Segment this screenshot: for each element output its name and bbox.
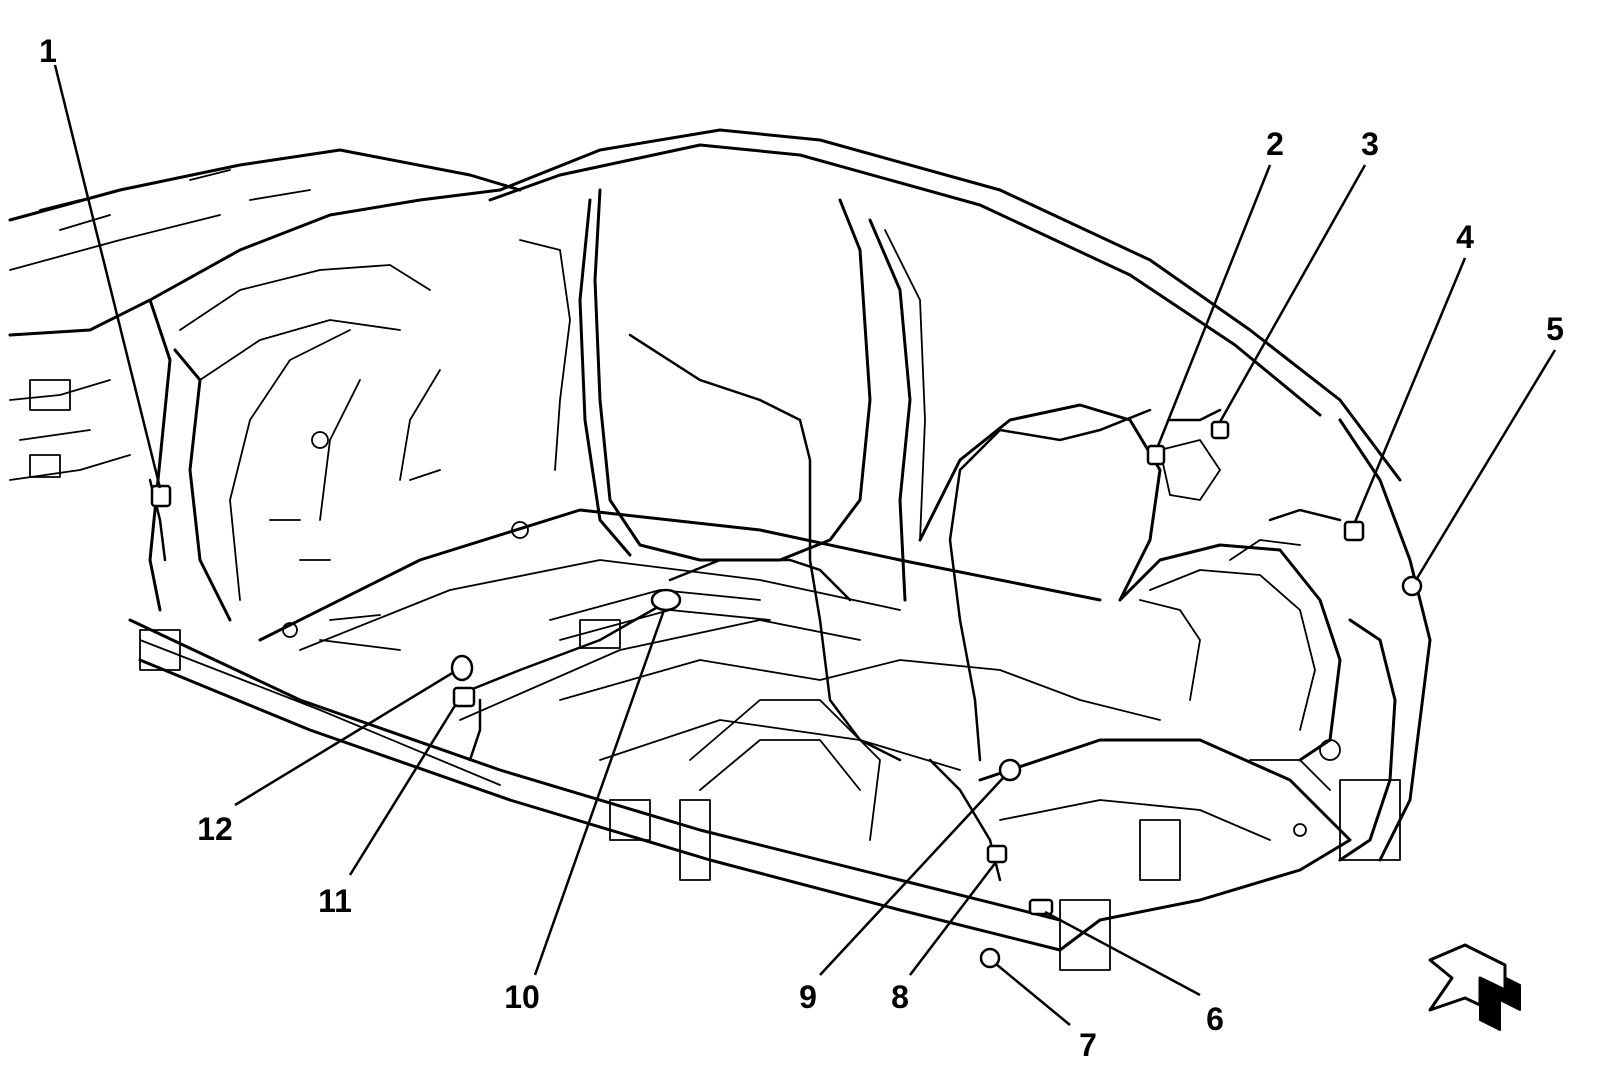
leader-6 — [1044, 910, 1201, 997]
leader-1 — [53, 64, 162, 489]
connector-6 — [1028, 898, 1054, 916]
callout-6: 6 — [1206, 1001, 1224, 1037]
connector-4 — [1343, 520, 1365, 542]
callout-labels: 1 2 3 4 5 6 7 8 9 10 11 12 — [39, 33, 1564, 1063]
leader-5 — [1414, 349, 1557, 581]
callout-10: 10 — [504, 979, 540, 1015]
leader-4 — [1353, 257, 1467, 523]
connectors — [150, 420, 1423, 969]
leader-11 — [348, 703, 458, 876]
vehicle-body-structure — [8, 128, 1432, 971]
connector-5 — [1401, 575, 1423, 597]
callout-4: 4 — [1456, 219, 1474, 255]
leader-3 — [1218, 164, 1367, 423]
connector-12 — [450, 654, 474, 682]
callout-7: 7 — [1079, 1027, 1097, 1063]
wiring-harness — [148, 333, 1342, 882]
callout-2: 2 — [1266, 126, 1284, 162]
callout-5: 5 — [1546, 311, 1564, 347]
connector-10 — [650, 588, 682, 612]
connector-11 — [452, 686, 476, 708]
leader-lines — [53, 64, 1557, 1026]
callout-8: 8 — [891, 979, 909, 1015]
connector-1 — [150, 484, 172, 508]
leader-7 — [995, 963, 1071, 1026]
callout-9: 9 — [799, 979, 817, 1015]
callout-12: 12 — [197, 811, 233, 847]
connector-7 — [979, 947, 1001, 969]
connector-2 — [1146, 444, 1166, 466]
connector-9 — [998, 758, 1022, 782]
leader-10 — [533, 609, 666, 976]
leader-12 — [234, 670, 455, 807]
connector-3 — [1210, 420, 1230, 440]
callout-1: 1 — [39, 33, 57, 69]
leader-9 — [819, 777, 1004, 976]
leader-2 — [1156, 164, 1272, 447]
callout-11: 11 — [318, 883, 352, 919]
connector-8 — [986, 844, 1008, 864]
callout-3: 3 — [1361, 126, 1379, 162]
front-direction-arrow-icon — [1428, 943, 1521, 1031]
leader-8 — [909, 861, 997, 976]
